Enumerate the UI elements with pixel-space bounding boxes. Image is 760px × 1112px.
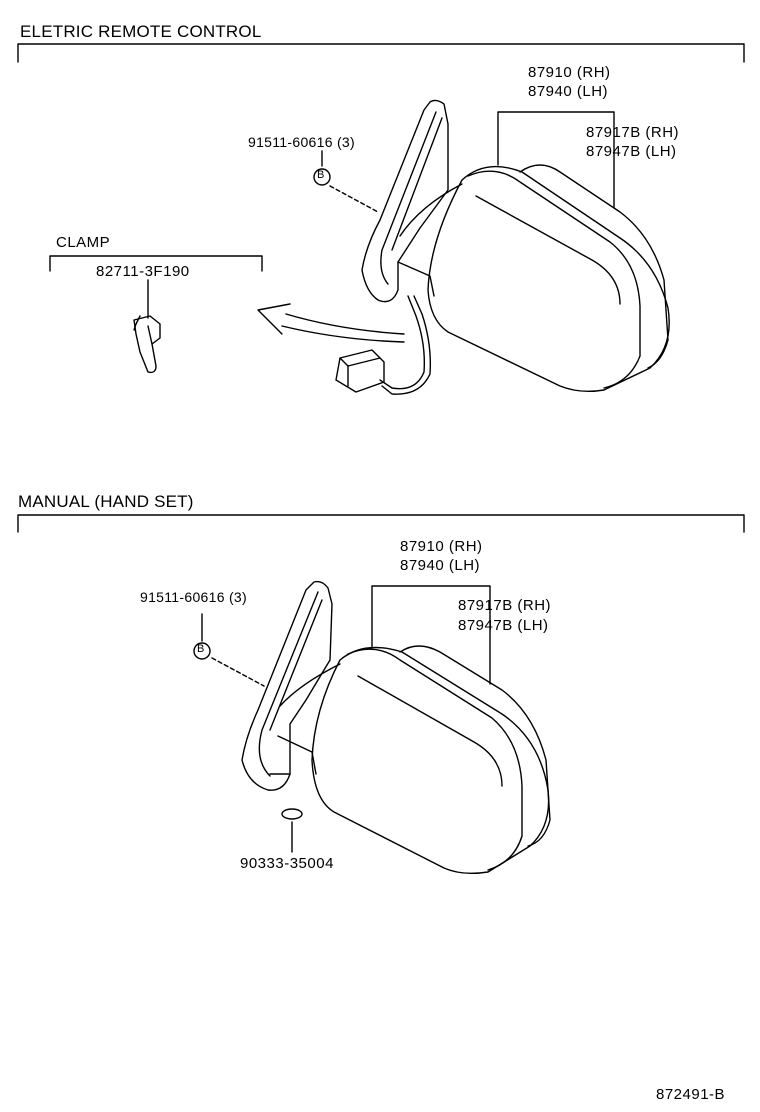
section-bracket-electric (18, 44, 744, 62)
part-number-manual-mirror-assy-lh: 87940 (LH) (400, 557, 481, 574)
part-number-mirror-assy-lh: 87940 (LH) (528, 83, 609, 100)
part-number-screw: 91511-60616 (3) (248, 134, 355, 150)
leader-screw (322, 151, 378, 212)
part-number-mirror-outer-lh: 87947B (LH) (586, 143, 677, 160)
part-number-manual-screw: 91511-60616 (3) (140, 589, 247, 605)
ref-marker-b-electric (314, 169, 330, 185)
diagram-id: 872491-B (656, 1086, 726, 1103)
ref-marker-b-label-manual: B (197, 643, 205, 655)
ref-marker-b-manual (194, 643, 210, 659)
pad-part-drawing (282, 809, 302, 819)
part-number-manual-mirror-outer-rh: 87917B (RH) (458, 597, 552, 614)
section-title-electric: ELETRIC REMOTE CONTROL (20, 22, 262, 41)
clamp-part-drawing (134, 316, 160, 372)
leader-manual-screw (202, 614, 264, 686)
part-number-manual-mirror-outer-lh: 87947B (LH) (458, 617, 549, 634)
leader-manual-mirror-assy (372, 586, 490, 684)
leader-mirror-assy (498, 112, 614, 208)
section-title-manual: MANUAL (HAND SET) (18, 492, 194, 511)
section-bracket-manual (18, 515, 744, 532)
part-number-manual-mirror-assy-rh: 87910 (RH) (400, 538, 483, 555)
part-number-mirror-assy-rh: 87910 (RH) (528, 64, 611, 81)
part-number-mirror-outer-rh: 87917B (RH) (586, 124, 680, 141)
clamp-label: CLAMP (56, 234, 111, 251)
mirror-electric (258, 100, 669, 394)
part-number-clamp: 82711-3F190 (96, 263, 190, 280)
part-number-pad: 90333-35004 (240, 855, 334, 872)
leader-clamp (50, 256, 262, 318)
mirror-manual (242, 582, 550, 874)
ref-marker-b-label-electric: B (317, 169, 325, 181)
